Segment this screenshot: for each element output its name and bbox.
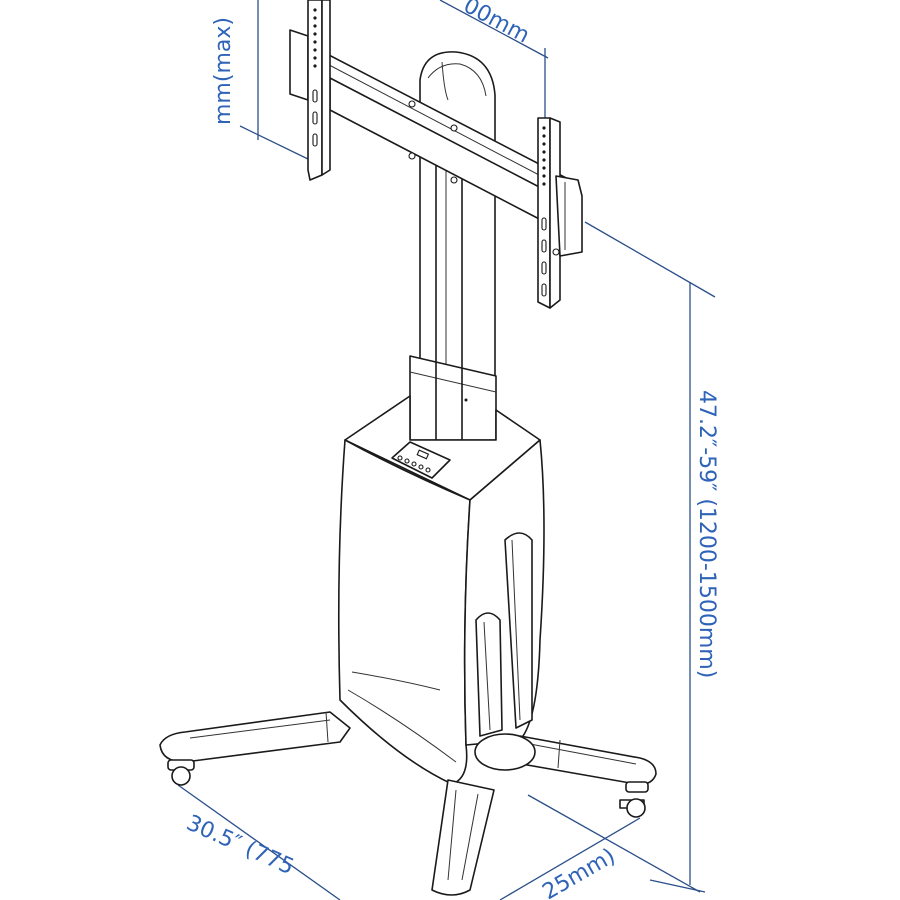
control-panel [391, 441, 451, 479]
caster-left [167, 759, 195, 786]
dimension-lines [177, 0, 716, 900]
base-width-label: 30.5″ (775 [183, 811, 298, 881]
mount-width-label: 00mm [459, 0, 533, 49]
stand-height-label: 47.2″-59″ (1200-1500mm) [694, 390, 719, 678]
vesa-bracket-right [537, 117, 583, 309]
mount-height-label: mm(max) [211, 17, 236, 125]
caster-right [619, 781, 649, 818]
legs [159, 711, 657, 896]
vesa-bracket-left [289, 0, 331, 181]
base-depth-label: 25mm) [539, 844, 620, 900]
column-sleeve [409, 355, 497, 441]
handle [475, 532, 533, 737]
casters [167, 759, 649, 818]
